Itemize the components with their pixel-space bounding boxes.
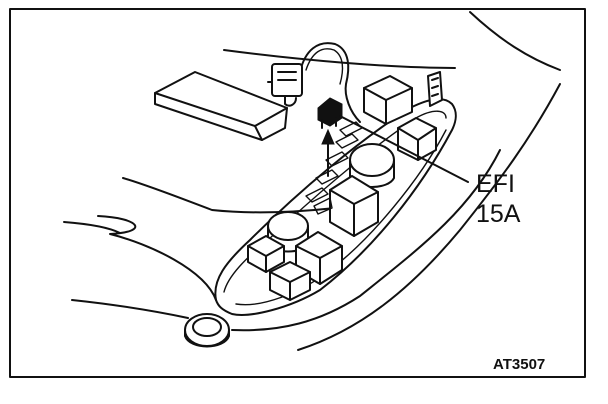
figure-frame bbox=[9, 8, 586, 378]
callout-leader-line bbox=[339, 115, 469, 183]
engine-component-block bbox=[154, 71, 288, 141]
wiring-harness bbox=[267, 42, 361, 123]
callout-label-line1: EFI bbox=[476, 170, 515, 198]
removal-arrow bbox=[321, 128, 335, 177]
figure-code: AT3507 bbox=[493, 356, 545, 373]
callout-label-line2: 15A bbox=[476, 200, 521, 228]
fender-outline bbox=[63, 11, 561, 351]
fuse-slots bbox=[305, 121, 363, 215]
relay-group bbox=[247, 71, 443, 301]
rubber-grommet bbox=[184, 313, 230, 348]
efi-fuse bbox=[317, 97, 343, 129]
